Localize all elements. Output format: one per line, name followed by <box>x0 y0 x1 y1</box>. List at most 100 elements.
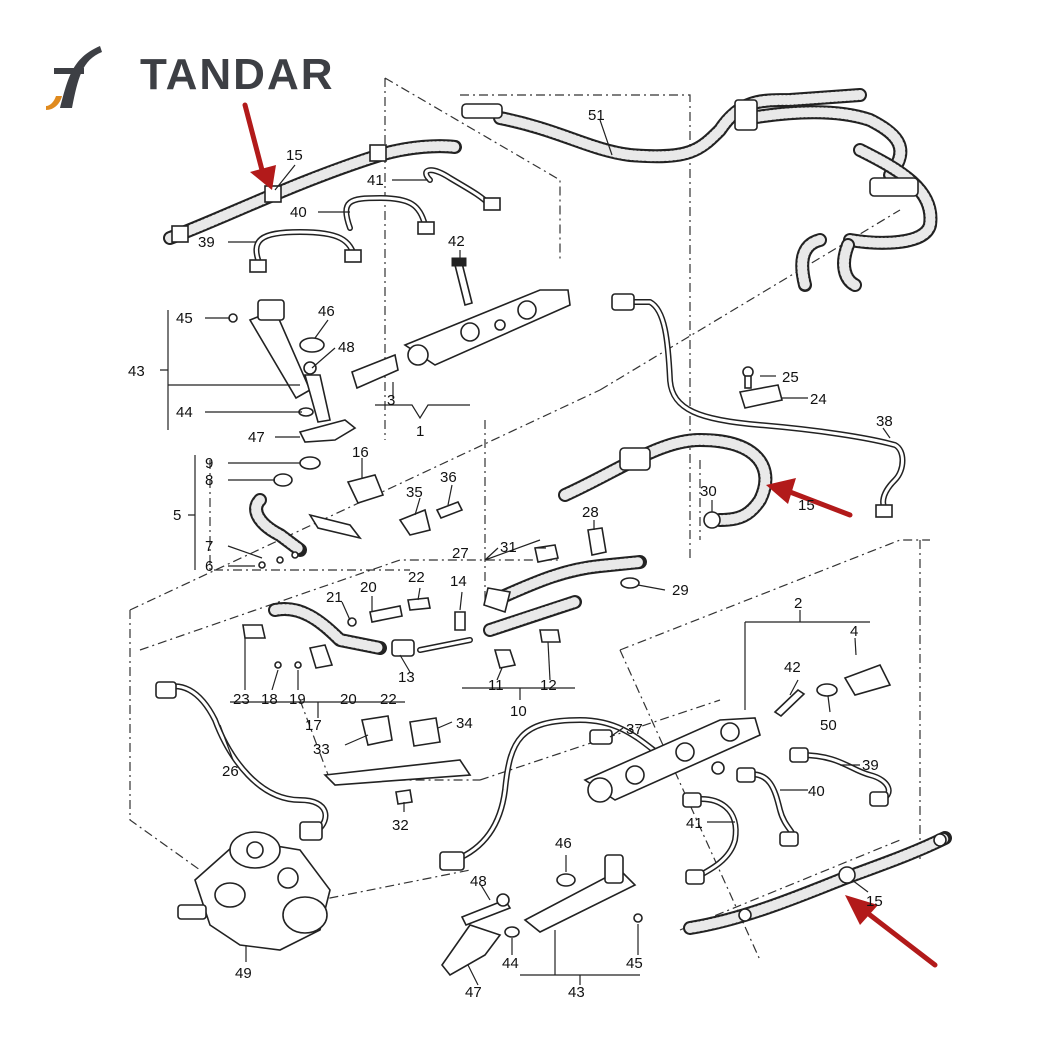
group-10 <box>417 595 582 669</box>
callout-48b: 48 <box>470 873 487 890</box>
callout-13: 13 <box>398 669 415 686</box>
seal-46-lower <box>556 873 576 887</box>
callout-41b: 41 <box>686 815 703 832</box>
sensor-16 <box>346 474 385 504</box>
callout-43a: 43 <box>128 363 145 380</box>
callout-37: 37 <box>626 721 643 738</box>
callout-1: 1 <box>416 423 424 440</box>
callout-42a: 42 <box>448 233 465 250</box>
injector-pipes-lower <box>682 747 892 885</box>
red-arrow-top <box>242 102 276 190</box>
callout-48a: 48 <box>338 339 355 356</box>
red-arrow-bottom <box>845 895 938 968</box>
callout-47a: 47 <box>248 429 265 446</box>
callout-24: 24 <box>810 391 827 408</box>
brand-name: TANDAR <box>140 50 335 99</box>
pipe-38 <box>611 293 906 518</box>
callout-45b: 45 <box>626 955 643 972</box>
sensor-4 <box>843 664 892 696</box>
callout-40b: 40 <box>808 783 825 800</box>
callout-22b: 22 <box>380 691 397 708</box>
callout-34: 34 <box>456 715 473 732</box>
clip-23 <box>242 624 267 639</box>
callout-23: 23 <box>233 691 250 708</box>
callout-42b: 42 <box>784 659 801 676</box>
callout-33: 33 <box>313 741 330 758</box>
callout-44b: 44 <box>502 955 519 972</box>
callout-18: 18 <box>261 691 278 708</box>
callout-29: 29 <box>672 582 689 599</box>
bracket-24 <box>738 366 783 409</box>
clip-31 <box>534 544 559 563</box>
hose-15-lower <box>683 831 952 935</box>
callout-19: 19 <box>289 691 306 708</box>
callout-39a: 39 <box>198 234 215 251</box>
callout-31: 31 <box>500 539 517 556</box>
bracket-35 <box>398 508 431 536</box>
callout-16: 16 <box>352 444 369 461</box>
callout-36: 36 <box>440 469 457 486</box>
callout-44a: 44 <box>176 404 193 421</box>
callout-46a: 46 <box>318 303 335 320</box>
callout-38: 38 <box>876 413 893 430</box>
callout-5: 5 <box>173 507 181 524</box>
callout-22a: 22 <box>408 569 425 586</box>
bolt-42 <box>454 262 473 306</box>
sensor-bracket-32 <box>323 715 472 805</box>
callout-9: 9 <box>205 455 213 472</box>
injector-upper <box>228 299 357 443</box>
callout-39b: 39 <box>862 757 879 774</box>
callout-20b: 20 <box>340 691 357 708</box>
callout-20a: 20 <box>360 579 377 596</box>
seal-50 <box>816 683 838 697</box>
bolt-48 <box>303 374 331 423</box>
clip-12 <box>539 629 561 643</box>
callout-46b: 46 <box>555 835 572 852</box>
group-5 <box>249 456 464 569</box>
callout-41a: 41 <box>367 172 384 189</box>
callout-49: 49 <box>235 965 252 982</box>
callout-50: 50 <box>820 717 837 734</box>
callout-25: 25 <box>782 369 799 386</box>
bolt-36 <box>435 500 464 520</box>
callout-26: 26 <box>222 763 239 780</box>
return-line-27 <box>483 527 647 614</box>
bolt-42-lower <box>773 688 806 718</box>
callout-14: 14 <box>450 573 467 590</box>
brand-logo: TANDAR <box>40 38 360 118</box>
fuel-rail-lower <box>583 664 892 803</box>
bolt-48-lower <box>460 899 512 927</box>
pipe-26 <box>155 681 329 841</box>
red-arrow-middle <box>766 478 853 518</box>
sensor-3 <box>351 353 399 390</box>
callout-27: 27 <box>452 545 469 562</box>
washer-29 <box>620 577 640 589</box>
fuel-rail-upper <box>351 257 571 390</box>
leader-lines <box>160 119 891 986</box>
hose-15-middle <box>558 433 773 529</box>
callout-3: 3 <box>387 392 395 409</box>
callout-17: 17 <box>305 717 322 734</box>
logo-swoosh-icon <box>46 46 102 110</box>
hose-15-upper <box>163 139 462 245</box>
callout-11: 11 <box>488 677 504 694</box>
callout-32: 32 <box>392 817 409 834</box>
sensor-11 <box>493 649 517 669</box>
bolt-22 <box>407 597 431 611</box>
high-pressure-pump-49 <box>177 831 331 951</box>
callout-7: 7 <box>205 538 213 555</box>
callout-28: 28 <box>582 504 599 521</box>
callout-51: 51 <box>588 107 605 124</box>
hose-connector <box>461 103 503 119</box>
callout-15c: 15 <box>866 893 883 910</box>
callout-15a: 15 <box>286 147 303 164</box>
callout-8: 8 <box>205 472 213 489</box>
callout-15b: 15 <box>798 497 815 514</box>
clamp-47-lower <box>441 924 502 977</box>
injector-pipes-upper <box>249 167 501 273</box>
sensor-14 <box>454 611 466 631</box>
callout-6: 6 <box>205 558 213 575</box>
